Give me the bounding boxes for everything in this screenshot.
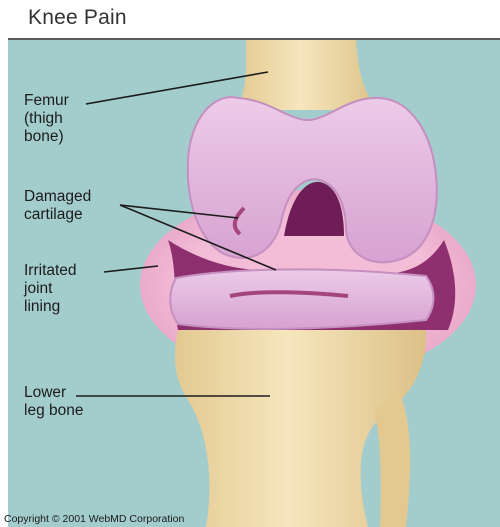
label-damaged-cartilage: Damaged cartilage <box>24 188 91 224</box>
copyright-notice: Copyright © 2001 WebMD Corporation <box>4 513 184 525</box>
page-title: Knee Pain <box>28 6 127 30</box>
label-irritated-joint-lining: Irritated joint lining <box>24 262 77 316</box>
knee-svg <box>8 40 500 527</box>
tibial-cartilage <box>170 269 433 329</box>
label-femur: Femur (thigh bone) <box>24 92 69 146</box>
knee-illustration: Femur (thigh bone) Damaged cartilage Irr… <box>8 40 500 527</box>
label-lower-leg-bone: Lower leg bone <box>24 384 83 420</box>
